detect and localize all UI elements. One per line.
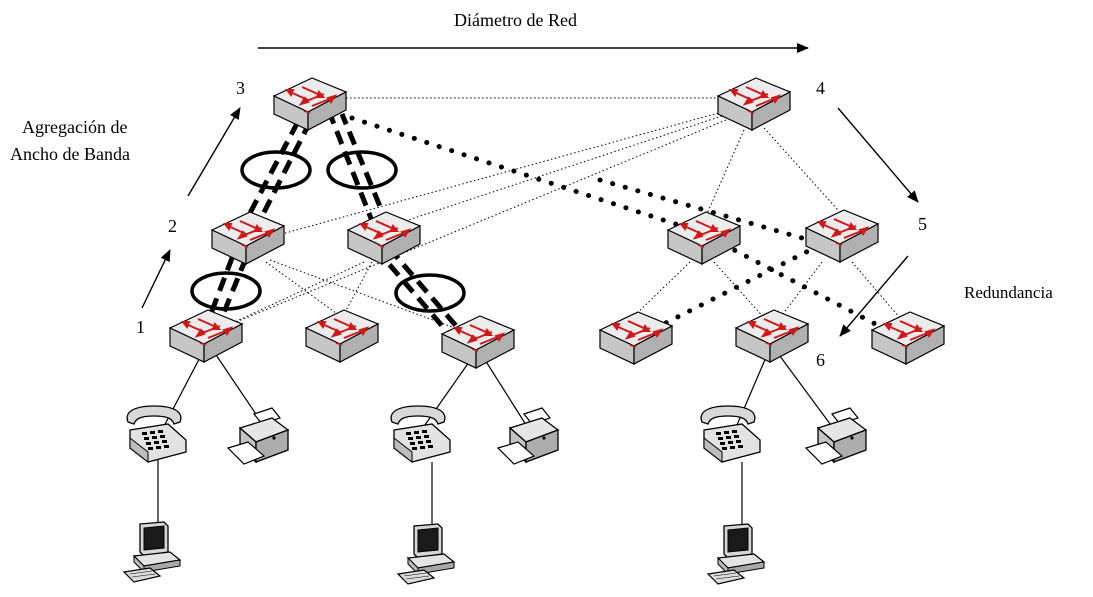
link-core4-dist-a (281, 111, 723, 235)
link-core4-dist-d (763, 127, 839, 211)
desktop-computer-icon (707, 523, 765, 585)
diameter-label: Diámetro de Red (454, 10, 577, 30)
span-core3-to-dist-c (349, 115, 709, 237)
aggregation-label-line2: Ancho de Banda (10, 144, 130, 164)
cable-access5-phone (733, 347, 771, 433)
end-devices (123, 405, 867, 585)
access-switch-2 (305, 309, 379, 363)
switches (169, 77, 945, 369)
core-switch-right (717, 77, 791, 131)
printer-icon (497, 407, 559, 465)
access-switch-4 (599, 311, 673, 365)
step-number-5: 5 (918, 214, 927, 234)
link-dist-a-access-right (269, 259, 461, 331)
step-number-1: 1 (136, 317, 145, 337)
redundancy-arrow-4-5 (837, 107, 919, 203)
uplink-dist-b-core-2 (339, 113, 391, 227)
aggregation-ellipse-2 (326, 150, 398, 190)
uplink-access-3-dist-b-2 (394, 254, 472, 344)
span-dist-d-to-access-left (633, 237, 833, 341)
link-core4-dist-c (705, 129, 745, 217)
distribution-switch-a (211, 211, 285, 265)
link-dist-c-access-mid (713, 261, 767, 321)
printer-icon (805, 407, 867, 465)
link-dist-a-access-mid (265, 261, 341, 317)
telephone-icon (126, 405, 187, 463)
span-dist-c-to-access-right (697, 229, 905, 341)
link-core4-dist-b (371, 115, 723, 233)
cable-access3-printer (479, 351, 529, 429)
access-switch-1 (169, 309, 243, 363)
desktop-computer-icon (123, 521, 181, 583)
labels: Diámetro de Red Agregación de Ancho de B… (10, 10, 1053, 370)
uplink-dist-b-core-1 (327, 113, 377, 227)
access-switch-5 (735, 309, 809, 363)
redundancy-label: Redundancia (964, 283, 1053, 302)
dotted-links (225, 97, 901, 331)
cable-access5-printer (773, 347, 837, 433)
link-core4-access-1 (235, 119, 727, 323)
printer-icon (227, 407, 289, 465)
uplink-access-3-dist-b-1 (380, 254, 458, 344)
span-core3-to-dist-d (597, 177, 833, 249)
aggregation-arrow-1-2 (141, 249, 171, 309)
desktop-computer-icon (397, 523, 455, 585)
link-dist-b-access-mid (343, 261, 373, 315)
step-number-3: 3 (236, 78, 245, 98)
aggregation-ellipses (190, 150, 466, 313)
aggregation-ellipse-1 (240, 150, 312, 190)
distribution-switch-d (805, 209, 879, 263)
aggregation-arrow-2-3 (187, 107, 241, 197)
annotation-arrows (141, 43, 919, 337)
aggregation-label-line1: Agregación de (22, 117, 127, 137)
step-number-2: 2 (168, 216, 177, 236)
link-dist-b-access-left (225, 261, 365, 327)
distribution-switch-b (347, 211, 421, 265)
link-dist-c-access-left (629, 261, 691, 321)
cable-access3-phone (419, 351, 477, 433)
distribution-switch-c (667, 211, 741, 265)
telephone-icon (390, 405, 451, 463)
step-number-4: 4 (816, 78, 825, 98)
uplink-dist-a-core-2 (251, 112, 317, 234)
aggregation-ellipse-4 (394, 273, 466, 313)
aggregation-ellipse-3 (190, 271, 262, 311)
link-dist-d-access-right (851, 261, 901, 319)
step-number-6: 6 (816, 350, 825, 370)
telephone-icon (700, 405, 761, 463)
redundancy-arrow-5-6 (839, 255, 909, 337)
link-dist-d-access-mid (779, 261, 823, 319)
access-switch-6 (871, 311, 945, 365)
